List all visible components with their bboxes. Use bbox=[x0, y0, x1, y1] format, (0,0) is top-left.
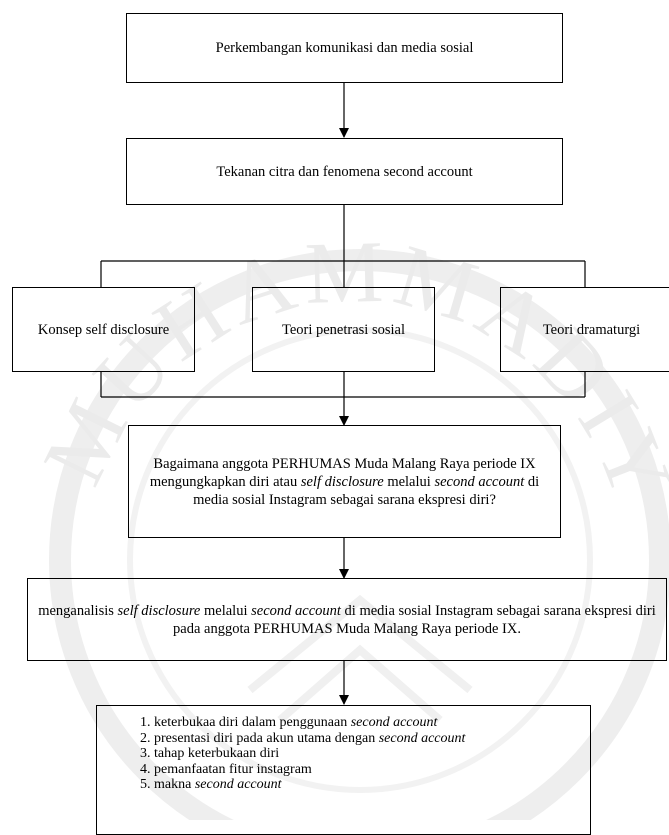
node-research-question: Bagaimana anggota PERHUMAS Muda Malang R… bbox=[128, 425, 561, 538]
list-item: 4. pemanfaatan fitur instagram bbox=[140, 761, 312, 777]
list-item: 2. presentasi diri pada akun utama denga… bbox=[140, 730, 466, 746]
node-image-pressure: Tekanan citra dan fenomena second accoun… bbox=[126, 138, 563, 205]
list-item: 3. tahap keterbukaan diri bbox=[140, 746, 280, 761]
list-item: 5. makna second account bbox=[140, 777, 282, 792]
node-findings-list: 1. keterbukaa diri dalam penggunaan seco… bbox=[96, 705, 591, 835]
node-self-disclosure-concept: Konsep self disclosure bbox=[12, 287, 195, 372]
node-dramaturgy-theory: Teori dramaturgi bbox=[500, 287, 669, 372]
node-communication-development: Perkembangan komunikasi dan media sosial bbox=[126, 13, 563, 83]
node-research-aim: menganalisis self disclosure melalui sec… bbox=[27, 578, 667, 661]
node-social-penetration-theory: Teori penetrasi sosial bbox=[252, 287, 435, 372]
list-item: 1. keterbukaa diri dalam penggunaan seco… bbox=[140, 715, 438, 730]
